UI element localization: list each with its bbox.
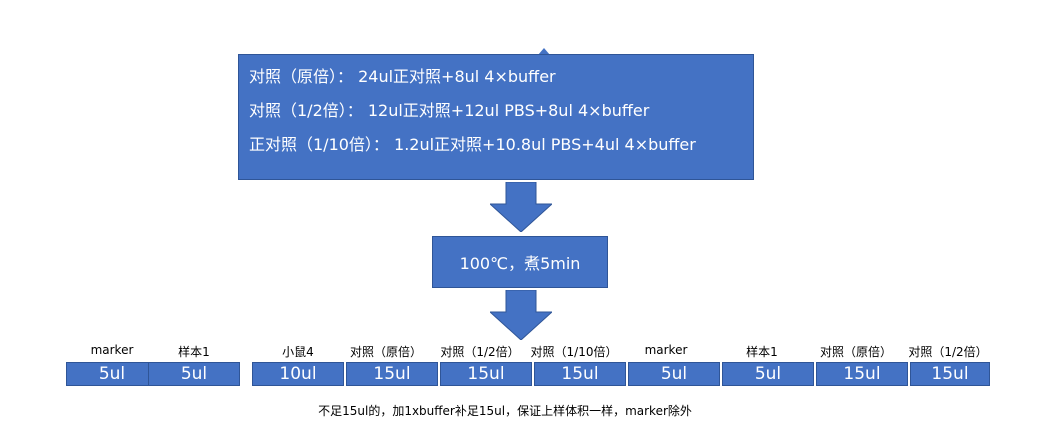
lane-label: 小鼠4	[282, 345, 314, 359]
lane-volume: 15ul	[931, 364, 969, 384]
lane-label: marker	[90, 343, 134, 357]
protocol-line-half: 对照（1/2倍）： 12ul正对照+12ul PBS+8ul 4×buffer	[249, 101, 650, 120]
dilution-protocol-box: 对照（原倍）： 24ul正对照+8ul 4×buffer 对照（1/2倍）： 1…	[238, 54, 754, 180]
lane-volume: 5ul	[754, 364, 782, 384]
top-notch	[538, 48, 550, 55]
lane-box: 5ul	[722, 362, 814, 386]
lane-volume: 5ul	[180, 364, 208, 384]
lane-label: marker	[644, 343, 688, 357]
lane-box: 15ul	[346, 362, 438, 386]
lane-label: 对照（1/10倍）	[530, 345, 618, 359]
lane-volume: 15ul	[561, 364, 599, 384]
lane-volume: 10ul	[279, 364, 317, 384]
lane-box: 10ul	[252, 362, 344, 386]
lane-box: 15ul	[440, 362, 532, 386]
lane-volume: 15ul	[373, 364, 411, 384]
down-arrow-icon	[490, 290, 552, 340]
lane-label: 样本1	[178, 345, 210, 359]
lane-box: 15ul	[816, 362, 908, 386]
lane-volume: 15ul	[467, 364, 505, 384]
lane-box: 5ul	[628, 362, 720, 386]
lane-box: 15ul	[534, 362, 626, 386]
down-arrow-icon	[490, 182, 552, 232]
lane-box: 15ul	[910, 362, 990, 386]
protocol-line-tenth: 正对照（1/10倍）： 1.2ul正对照+10.8ul PBS+4ul 4×bu…	[249, 135, 696, 154]
lane-box: 5ul	[148, 362, 240, 386]
boil-step-label: 100℃，煮5min	[459, 254, 581, 273]
boil-step-box: 100℃，煮5min	[432, 236, 608, 288]
lane-box: 5ul	[66, 362, 158, 386]
lane-label: 对照（原倍）	[349, 345, 422, 359]
lane-label: 对照（原倍）	[819, 345, 892, 359]
lane-label: 对照（1/2倍）	[440, 345, 520, 359]
lane-volume: 15ul	[843, 364, 881, 384]
lane-label: 样本1	[746, 345, 778, 359]
protocol-line-original: 对照（原倍）： 24ul正对照+8ul 4×buffer	[249, 67, 556, 86]
lane-volume: 5ul	[660, 364, 688, 384]
lane-volume: 5ul	[98, 364, 126, 384]
lane-label: 对照（1/2倍）	[908, 345, 988, 359]
footnote: 不足15ul的，加1xbuffer补足15ul，保证上样体积一样，marker除…	[318, 404, 692, 418]
